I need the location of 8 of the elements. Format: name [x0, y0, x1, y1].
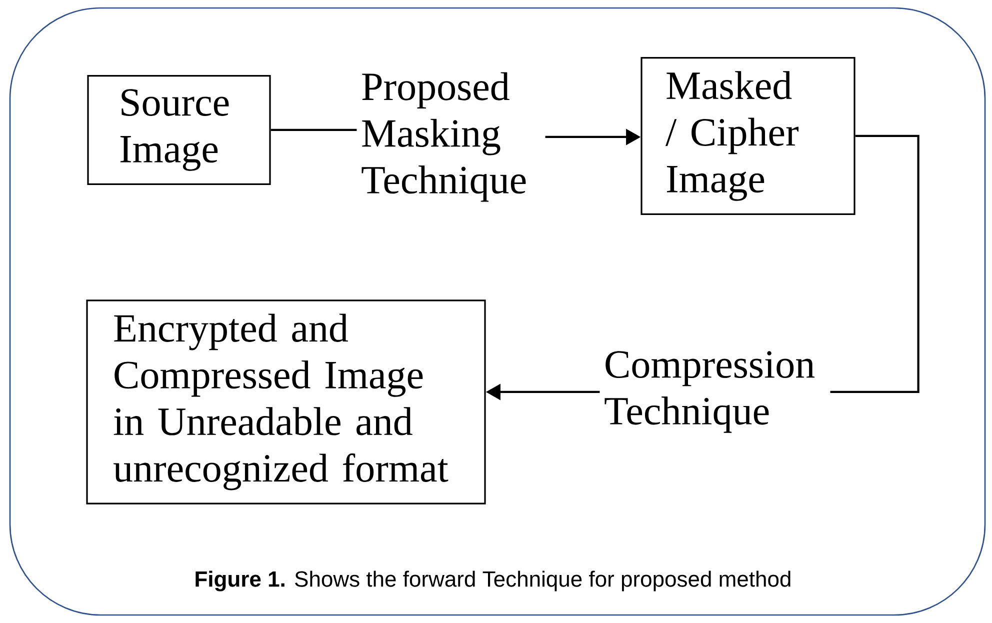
caption: Figure 1. Shows the forward Technique for proposed method	[196, 570, 790, 592]
connector-line	[270, 128, 357, 132]
process-box: Source Image	[87, 74, 271, 186]
process-box: Encrypted and Compressed Image in Unreadable and unrecognized format	[86, 300, 486, 504]
step-label: Compression Technique	[604, 351, 815, 433]
step-label: Proposed Masking Technique	[362, 72, 526, 202]
process-box: Masked / Cipher Image	[640, 57, 856, 215]
connector-line	[830, 134, 920, 394]
